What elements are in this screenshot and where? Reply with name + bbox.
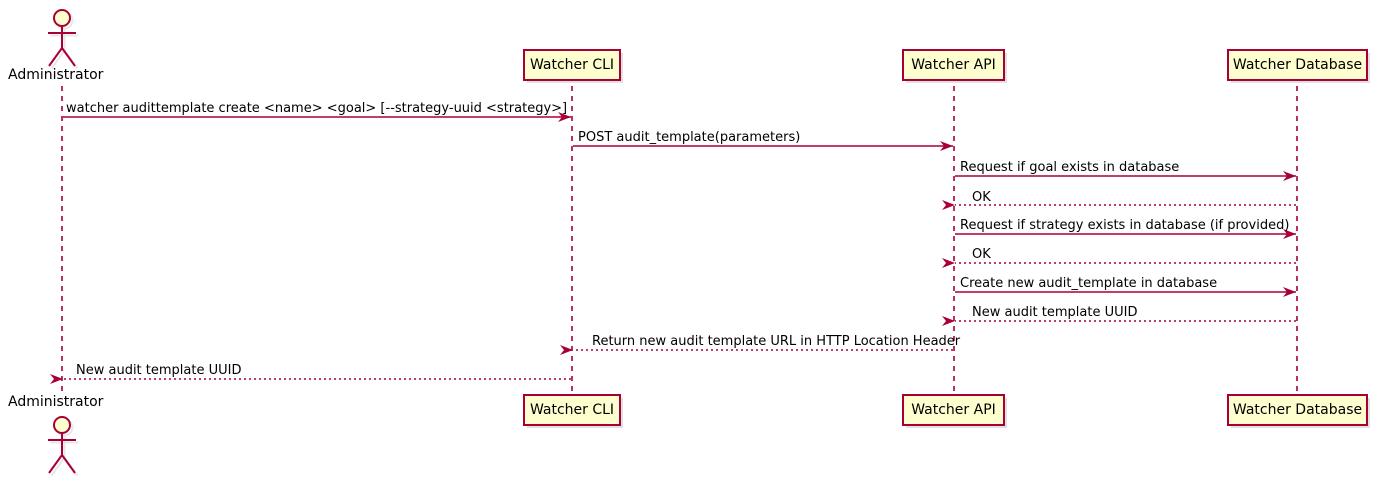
message-label-9: Return new audit template URL in HTTP Lo… [592,334,961,349]
participant-label-watcher_api: Watcher API [911,402,996,418]
message-label-8: New audit template UUID [972,305,1138,320]
participant-label-watcher_cli: Watcher CLI [529,402,615,418]
message-label-2: POST audit_template(parameters) [578,130,801,145]
actors-group [48,9,79,477]
participant-label-watcher_database: Watcher Database [1232,402,1363,418]
actor-administrator[interactable] [48,416,79,477]
participant-label-watcher_database: Watcher Database [1232,57,1363,73]
actor-head [53,416,71,434]
messages-group [50,112,1296,384]
message-label-7: Create new audit_template in database [960,276,1218,291]
message-label-1: watcher audittemplate create <name> <goa… [66,101,568,116]
message-label-10: New audit template UUID [76,363,242,378]
actor-label-administrator: Administrator [8,394,104,410]
actor-label-administrator: Administrator [8,67,104,83]
actor-leg-right [61,47,76,67]
actor-leg-left [48,47,63,67]
actor-leg-left [48,454,63,474]
participant-box-watcher_database[interactable] [1227,394,1368,426]
participant-box-watcher_database[interactable] [1227,49,1368,81]
actor-figure [48,9,76,67]
participant-label-watcher_cli: Watcher CLI [529,57,615,73]
participant-label-watcher_api: Watcher API [911,57,996,73]
participant-boxes-group [523,49,1370,428]
message-label-4: OK [972,190,991,205]
lifelines-group [61,86,1298,396]
actor-figure [48,416,76,474]
actor-head [53,9,71,27]
message-label-3: Request if goal exists in database [960,160,1180,175]
message-label-5: Request if strategy exists in database (… [960,218,1290,233]
actor-leg-left [50,456,66,477]
participant-box-watcher_api[interactable] [902,394,1005,426]
participant-box-watcher_api[interactable] [902,49,1005,81]
participant-box-watcher_cli[interactable] [523,49,621,81]
message-label-6: OK [972,247,991,262]
participant-box-watcher_cli[interactable] [523,394,621,426]
actor-leg-left [50,49,66,70]
actor-administrator[interactable] [48,9,79,70]
actor-leg-right [61,454,76,474]
